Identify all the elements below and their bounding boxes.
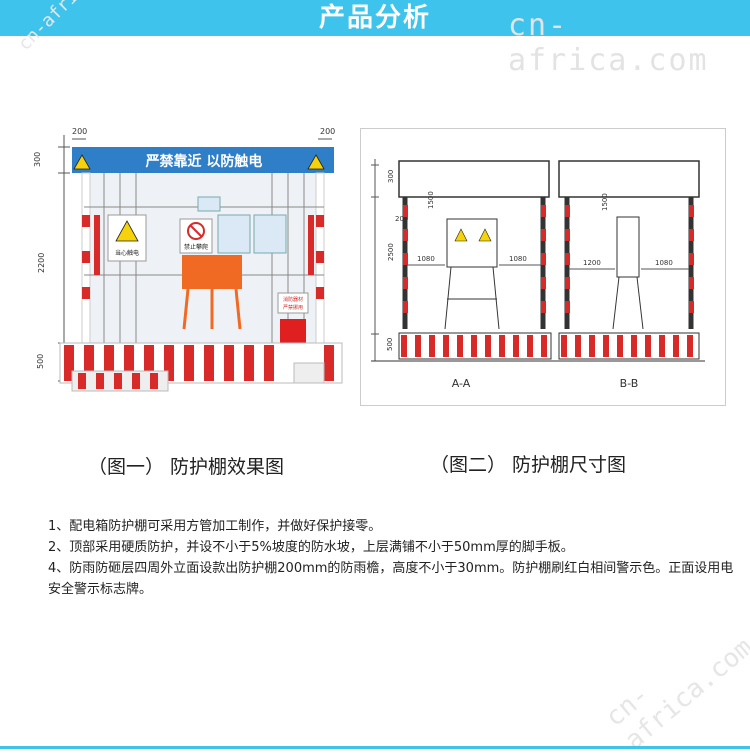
roof-warning-sign: 严禁靠近 以防触电 xyxy=(145,153,263,170)
header-bar: 产品分析 xyxy=(0,0,750,36)
dim-b-1080: 1080 xyxy=(655,259,673,267)
watermark-top: cn-africa.com xyxy=(508,8,709,78)
section-a: 300 2500 500 200 1500 1080 1080 A-A xyxy=(371,159,557,390)
page-title: 产品分析 xyxy=(318,3,431,33)
dim-500: 500 xyxy=(36,354,45,369)
note-item: 2、顶部采用硬质防护，并设不小于5%坡度的防水坡，上层满铺不小于50mm厚的脚手… xyxy=(48,540,574,555)
section-b: 1500 1200 1080 B-B xyxy=(557,160,705,390)
panel-warn-text: 当心触电 xyxy=(115,249,139,257)
watermark-bottom: cn-africa.com xyxy=(600,632,750,756)
description-notes: 1、配电箱防护棚可采用方管加工制作，并做好保护接零。 2、顶部采用硬质防护，并设… xyxy=(48,516,738,600)
dim-300: 300 xyxy=(33,152,42,167)
footer-line xyxy=(0,746,750,749)
note-item: 1、配电箱防护棚可采用方管加工制作，并做好保护接零。 xyxy=(48,519,382,534)
figure2-caption: （图二） 防护棚尺寸图 xyxy=(430,454,627,476)
shelter-dimension-figure: 300 2500 500 200 1500 1080 1080 A-A 1500 xyxy=(360,128,726,406)
dim-top-right: 200 xyxy=(320,127,335,136)
shelter-rendering-figure: 300 2200 500 200 200 严禁靠近 以防触电 当心触电 禁止攀爬 xyxy=(33,127,343,392)
box-label-1: 消防器材 xyxy=(283,296,303,303)
panel-ban-text: 禁止攀爬 xyxy=(184,243,208,251)
box-label-2: 严禁挪用 xyxy=(283,304,303,311)
label-a-a: A-A xyxy=(452,377,471,390)
label-b-b: B-B xyxy=(620,377,639,390)
dim-top-left: 200 xyxy=(72,127,87,136)
dim-a-2500: 2500 xyxy=(387,243,395,261)
dim-a-300: 300 xyxy=(387,170,395,183)
note-item: 4、防雨防砸层四周外立面设款出防护棚200mm的防雨檐，高度不小于30mm。防护… xyxy=(48,561,734,597)
dim-a-200: 200 xyxy=(395,215,408,223)
dim-b-1200: 1200 xyxy=(583,259,601,267)
base-stripes xyxy=(64,345,334,381)
figure1-caption: （图一） 防护棚效果图 xyxy=(88,456,285,478)
dim-2200: 2200 xyxy=(37,253,46,273)
dim-a-1500: 1500 xyxy=(427,191,435,209)
dim-b-1500: 1500 xyxy=(601,193,609,211)
dim-a-1080-left: 1080 xyxy=(417,255,435,263)
dim-a-1080-right: 1080 xyxy=(509,255,527,263)
dim-a-500: 500 xyxy=(386,338,394,351)
